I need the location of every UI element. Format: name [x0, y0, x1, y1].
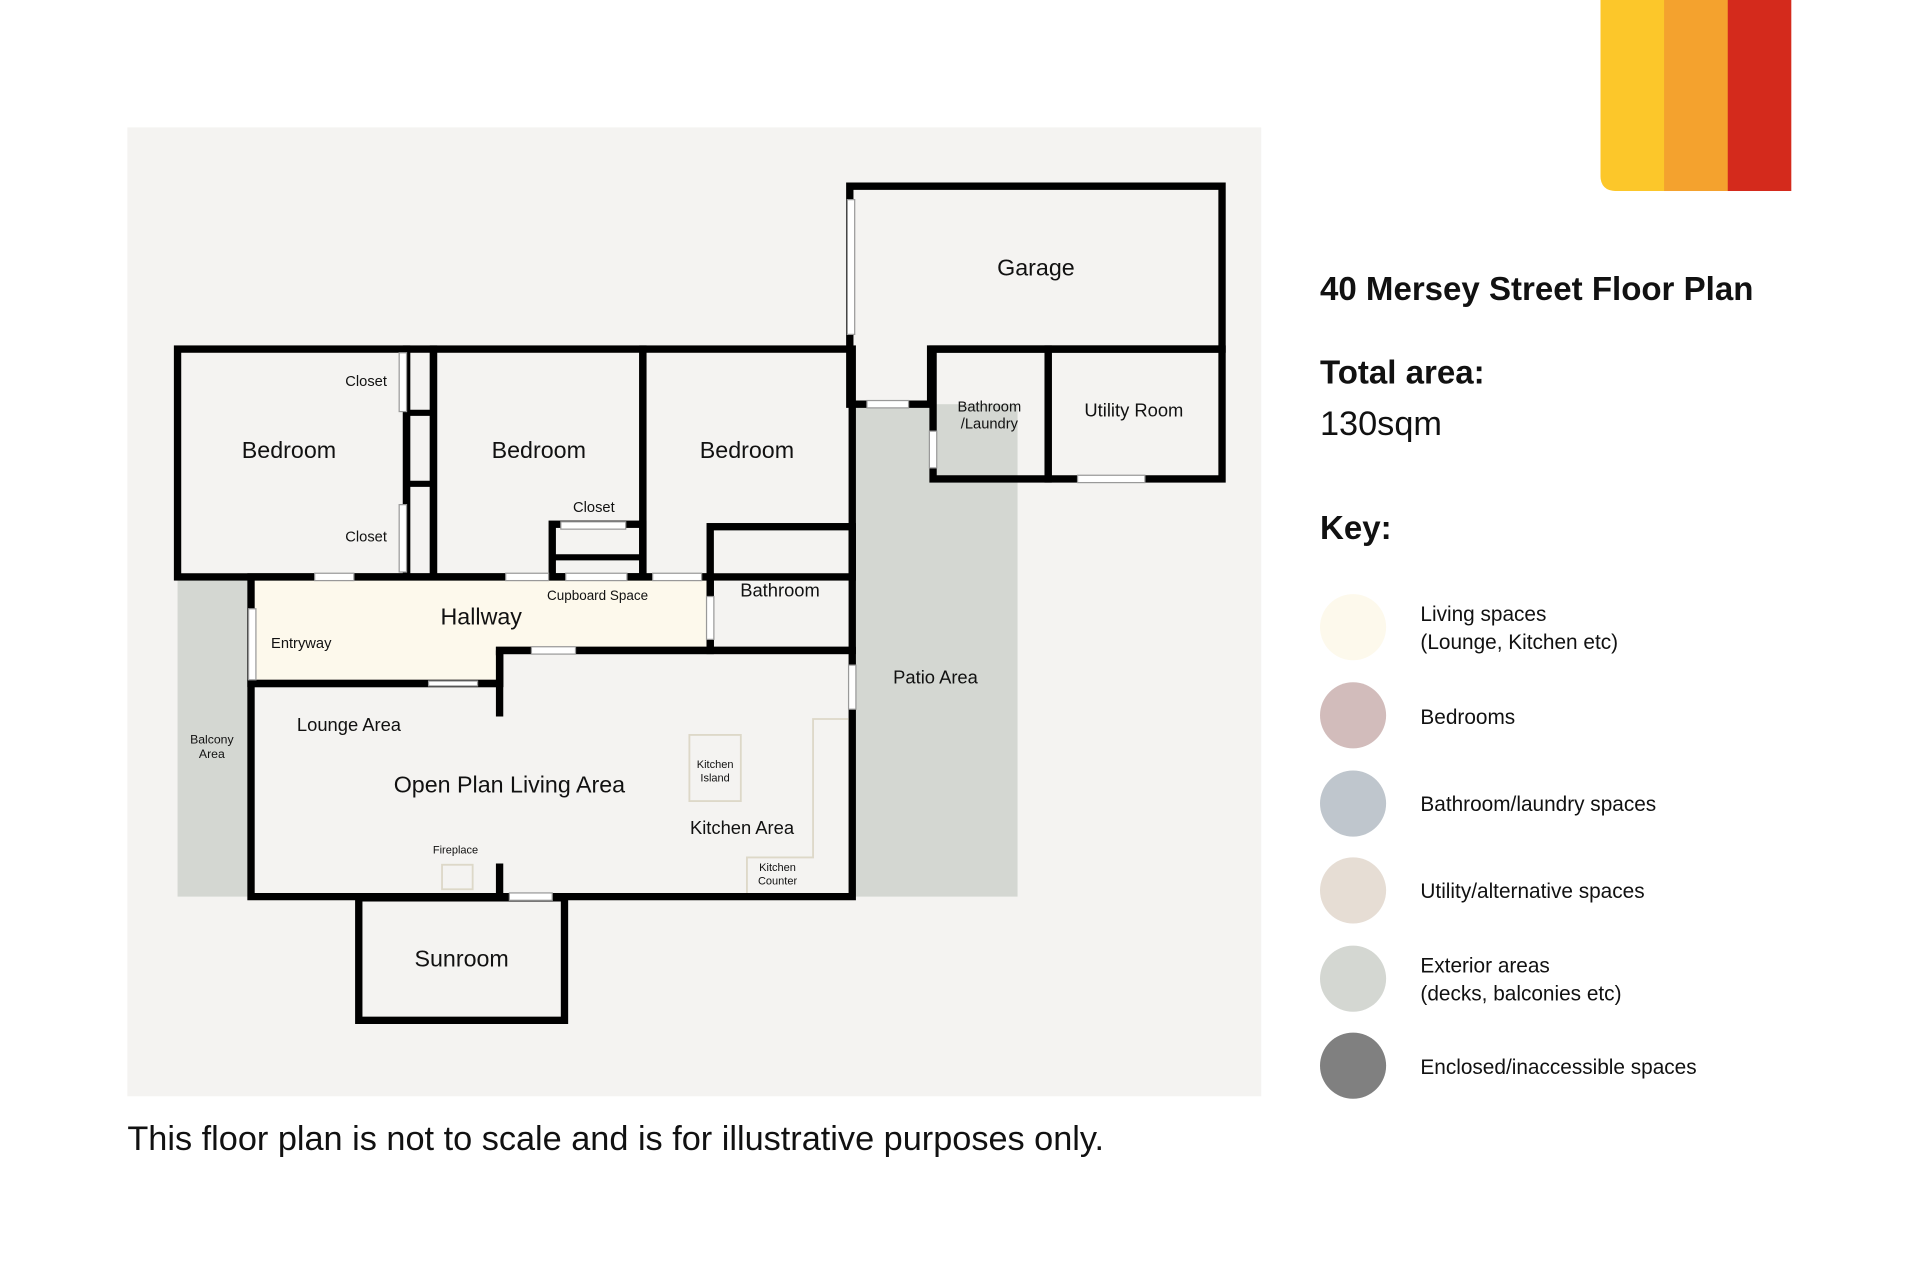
legend-item-living: Living spaces (Lounge, Kitchen etc): [1320, 594, 1618, 661]
label-bathroom: Bathroom: [740, 580, 820, 601]
label-utility-room: Utility Room: [1084, 399, 1183, 420]
legend-swatch: [1320, 594, 1387, 661]
kitchen-counter: [746, 718, 849, 893]
sunroom: [355, 894, 569, 1024]
label-lounge: Lounge Area: [297, 714, 402, 735]
label-kitchen-island-1: Kitchen: [697, 759, 734, 771]
patio-area: [853, 404, 1018, 897]
legend-item-exterior: Exterior areas (decks, balconies etc): [1320, 945, 1622, 1012]
legend-sublabel: (decks, balconies etc): [1420, 983, 1621, 1006]
key-label: Key:: [1320, 510, 1392, 547]
legend-label: Living spaces: [1420, 603, 1546, 626]
label-kitchen-island-2: Island: [700, 772, 729, 784]
legend-label: Bedrooms: [1420, 706, 1515, 729]
legend-sublabel: (Lounge, Kitchen etc): [1420, 631, 1618, 654]
legend-label: Exterior areas: [1420, 955, 1549, 978]
label-hallway: Hallway: [441, 604, 523, 630]
legend-item-enclosed: Enclosed/inaccessible spaces: [1320, 1032, 1697, 1099]
legend-swatch: [1320, 945, 1387, 1012]
label-entryway: Entryway: [271, 636, 332, 652]
legend-label: Bathroom/laundry spaces: [1420, 793, 1656, 816]
label-kitchen-counter-2: Counter: [758, 875, 798, 887]
label-bathroom-laundry-1: Bathroom: [958, 400, 1022, 416]
label-balcony-1: Balcony: [190, 733, 234, 747]
legend-item-bathroom: Bathroom/laundry spaces: [1320, 770, 1656, 837]
legend-label: Utility/alternative spaces: [1420, 880, 1644, 903]
label-kitchen-area: Kitchen Area: [690, 817, 795, 838]
total-area-label: Total area:: [1320, 354, 1485, 391]
balcony-area: [177, 575, 254, 897]
label-fireplace: Fireplace: [433, 845, 478, 857]
kitchen-island: [688, 734, 742, 802]
bathroom: [706, 523, 856, 655]
legend-swatch: [1320, 682, 1387, 749]
label-patio: Patio Area: [893, 666, 978, 687]
label-closet-2: Closet: [345, 529, 387, 545]
label-sunroom: Sunroom: [414, 945, 508, 971]
legend-item-utility: Utility/alternative spaces: [1320, 857, 1645, 924]
page-title: 40 Mersey Street Floor Plan: [1320, 271, 1753, 308]
legend-label: Enclosed/inaccessible spaces: [1420, 1056, 1696, 1079]
label-bedroom-1: Bedroom: [242, 437, 336, 463]
label-living: Open Plan Living Area: [394, 771, 625, 797]
label-bathroom-laundry-2: /Laundry: [961, 417, 1019, 433]
legend: Living spaces (Lounge, Kitchen etc) Bedr…: [1320, 594, 1697, 1099]
legend-swatch: [1320, 1032, 1387, 1099]
label-closet-3: Closet: [573, 500, 615, 516]
doors: [247, 199, 1146, 901]
legend-swatch: [1320, 857, 1387, 924]
label-garage: Garage: [997, 255, 1075, 281]
label-balcony-2: Area: [199, 747, 225, 761]
legend-swatch: [1320, 770, 1387, 837]
brand-logo: [1600, 0, 1792, 192]
label-bedroom-2: Bedroom: [492, 437, 586, 463]
label-bedroom-3: Bedroom: [700, 437, 794, 463]
disclaimer: This floor plan is not to scale and is f…: [127, 1120, 1104, 1158]
fireplace: [441, 863, 474, 891]
bedroom-3: [639, 345, 856, 581]
label-cupboard: Cupboard Space: [547, 588, 648, 603]
label-kitchen-counter-1: Kitchen: [759, 862, 796, 874]
label-closet-1: Closet: [345, 374, 387, 390]
total-area-value: 130sqm: [1320, 405, 1442, 443]
legend-item-bedrooms: Bedrooms: [1320, 682, 1515, 749]
hall-mask: [255, 655, 496, 680]
